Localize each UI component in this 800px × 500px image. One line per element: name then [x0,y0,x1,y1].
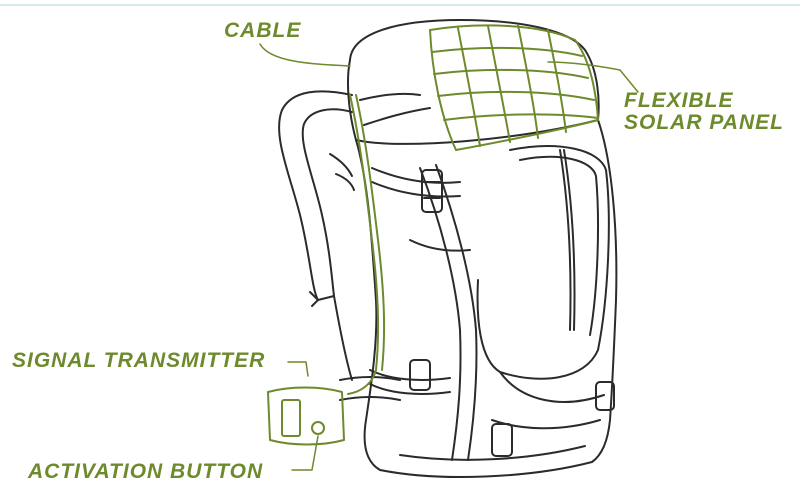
label-cable: CABLE [224,20,301,42]
label-solar-line1: FLEXIBLE [624,90,784,112]
leader-lines [260,44,638,470]
label-signal-transmitter: SIGNAL TRANSMITTER [12,350,265,372]
cable-line [348,95,384,394]
label-solar-line2: SOLAR PANEL [624,112,784,134]
signal-transmitter-device [268,388,344,445]
label-activation-button: ACTIVATION BUTTON [28,461,263,483]
label-solar-panel: FLEXIBLE SOLAR PANEL [624,90,784,134]
shoulder-strap [279,91,354,306]
solar-panel [430,25,598,150]
pack-body [334,20,616,477]
